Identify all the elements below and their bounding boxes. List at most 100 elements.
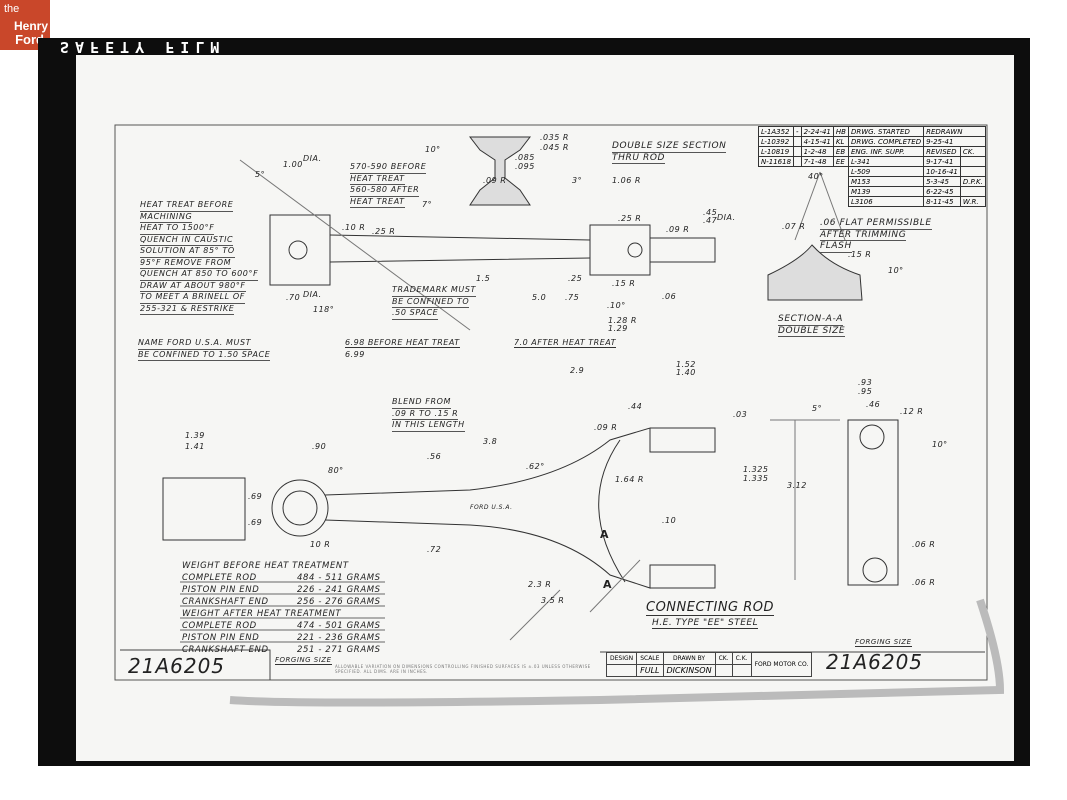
dimension-label: .03: [733, 410, 748, 419]
dimension-label: 1.5: [476, 274, 491, 283]
before-heat-treat-dim: 6.98 BEFORE HEAT TREAT: [345, 338, 460, 348]
weights-before-title: WEIGHT BEFORE HEAT TREATMENT: [182, 561, 349, 571]
tb-label: DESIGN: [605, 652, 638, 665]
dimension-label: 1.39: [185, 431, 205, 440]
part-number: 21A6205: [826, 650, 924, 674]
note-line: DRAW AT ABOUT 980°F: [140, 281, 246, 292]
change-date: 10-16-41: [923, 166, 961, 177]
after-heat-treat-dim: 7.0 AFTER HEAT TREAT: [514, 338, 617, 348]
blend-note: BLEND FROM .09 R TO .15 R IN THIS LENGTH: [392, 397, 465, 432]
note-line: 255-321 & RESTRIKE: [140, 304, 235, 315]
note-line: NAME FORD U.S.A. MUST: [138, 338, 252, 350]
dimension-label: DIA.: [717, 213, 736, 222]
status-label: ENG. INF.: [850, 147, 884, 156]
dimension-label: 10°: [932, 440, 948, 449]
dimension-label: 1.325: [743, 465, 769, 474]
note-line: 95°F REMOVE FROM: [140, 258, 232, 269]
before-heat-treat-dim-2: 6.99: [345, 350, 365, 359]
rev-date: 7-1-48: [800, 156, 834, 167]
dimension-label: .035 R: [540, 133, 569, 142]
dimension-label: 7°: [422, 200, 433, 209]
dimension-label: .62°: [526, 462, 545, 471]
note-line: THRU ROD: [612, 152, 666, 164]
tolerance-note: ALLOWABLE VARIATION ON DIMENSIONS CONTRO…: [335, 664, 591, 674]
dimension-label: 1.64 R: [615, 475, 644, 484]
note-line: DOUBLE SIZE: [778, 325, 846, 337]
note-line: SOLUTION AT 85° TO: [140, 246, 235, 258]
dimension-label: 10°: [888, 266, 904, 275]
dimension-label: 118°: [313, 305, 335, 314]
note-line: BE CONFINED TO 1.50 SPACE: [138, 350, 271, 361]
dimension-label: 3.5 R: [541, 596, 565, 605]
rev-by: HB: [832, 126, 849, 137]
status-value: 9-25-41: [923, 136, 986, 147]
change-ref: M153: [847, 176, 925, 187]
trademark-note: TRADEMARK MUST BE CONFINED TO .50 SPACE: [392, 285, 476, 320]
logo-text: the: [4, 3, 20, 15]
rev-ref: N-11618: [757, 156, 795, 167]
note-line: SECTION-A-A: [778, 314, 844, 326]
dimension-label: 1.40: [676, 368, 696, 377]
change-date: 9-17-41: [923, 156, 961, 167]
change-ref: M139: [847, 186, 925, 197]
dimension-label: 1.52: [676, 360, 696, 369]
dimension-label: .06 R: [912, 578, 936, 587]
name-note: NAME FORD U.S.A. MUST BE CONFINED TO 1.5…: [138, 338, 271, 361]
weight-range: 256 - 276 GRAMS: [297, 597, 381, 607]
weight-range: 251 - 271 GRAMS: [297, 645, 381, 655]
status-label: DRWG. STARTED: [847, 126, 925, 137]
dimension-label: .93: [858, 378, 873, 387]
dimension-label: .45: [703, 208, 718, 217]
status-label: CK.: [959, 146, 986, 157]
dimension-label: DIA.: [303, 154, 322, 163]
rod-end-view: [770, 419, 899, 586]
dimension-label: 1.41: [185, 442, 205, 451]
weight-part: PISTON PIN END: [182, 585, 260, 595]
dimension-label: .15 R: [848, 250, 872, 259]
sheet-border: [114, 124, 988, 681]
dimension-label: 10°: [425, 145, 441, 154]
rev-date: 1-2-48: [800, 146, 834, 157]
tb-drawn-by: DICKINSON: [662, 664, 716, 677]
drawing-title: CONNECTING ROD: [646, 600, 775, 616]
dimension-label: .06: [662, 292, 677, 301]
dimension-label: .25: [568, 274, 583, 283]
dimension-label: 80°: [328, 466, 344, 475]
dimension-label: 1.00: [283, 160, 303, 169]
dimension-label: 5°: [255, 170, 266, 179]
dimension-label: 1.29: [608, 324, 628, 333]
heat-treat-note: HEAT TREAT BEFORE MACHINING HEAT TO 1500…: [140, 200, 259, 315]
dimension-label: .95: [858, 387, 873, 396]
dimension-label: .10: [662, 516, 677, 525]
dimension-label: .69: [248, 518, 263, 527]
note-line: IN THIS LENGTH: [392, 420, 465, 432]
logo-text: Ford: [15, 32, 44, 47]
dimension-label: .56: [427, 452, 442, 461]
flat-note: .06 FLAT PERMISSIBLE AFTER TRIMMING FLAS…: [820, 218, 932, 253]
note-line: QUENCH AT 850 TO 600°F: [140, 269, 259, 281]
note-line: TO MEET A BRINELL OF: [140, 292, 245, 304]
section-a-a-shape: [767, 244, 863, 301]
dimension-label: 2.3 R: [528, 580, 552, 589]
change-date: 8-11-45: [923, 196, 961, 207]
dimension-label: 1.06 R: [612, 176, 641, 185]
rev-by: EB: [832, 146, 849, 157]
rev-by: KL: [832, 136, 849, 147]
note-line: .09 R TO .15 R: [392, 409, 459, 420]
dimension-label: 1.335: [743, 474, 769, 483]
dimension-label: DIA.: [303, 290, 322, 299]
dimension-label: 2.9: [570, 366, 585, 375]
weight-part: COMPLETE ROD: [182, 621, 257, 631]
heat-range-note: 570-590 BEFORE HEAT TREAT 560-580 AFTER …: [350, 162, 427, 208]
weight-part: CRANKSHAFT END: [182, 645, 269, 655]
tb-company: FORD MOTOR CO.: [750, 652, 813, 677]
dimension-label: .75: [565, 293, 580, 302]
note-line: .06 FLAT PERMISSIBLE: [820, 218, 932, 230]
note-line: .50 SPACE: [392, 308, 439, 320]
dimension-label: .10°: [607, 301, 626, 310]
rev-date: 2-24-41: [800, 126, 834, 137]
tb-scale: FULL: [636, 664, 664, 677]
forging-size-label: FORGING SIZE: [275, 656, 332, 665]
